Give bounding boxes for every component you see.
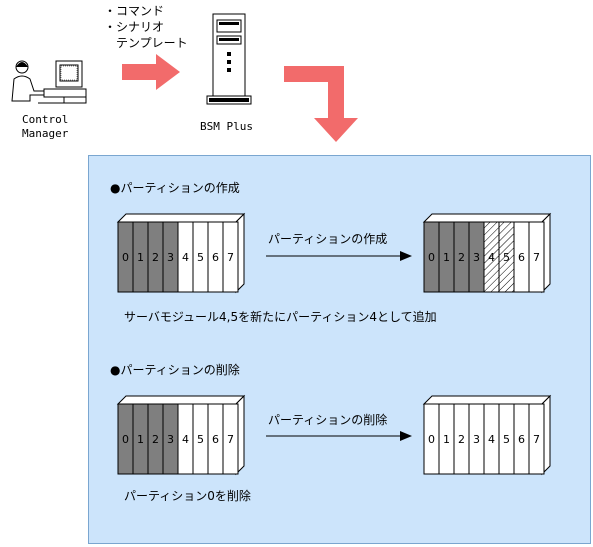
arrow-label-delete: パーティションの削除 [268, 413, 388, 427]
server-module-label: 2 [458, 251, 465, 264]
server-module-label: 6 [212, 251, 219, 264]
server-module-label: 0 [122, 251, 129, 264]
server-module-label: 5 [197, 251, 204, 264]
server-module-label: 3 [473, 251, 480, 264]
server-module-slot [528, 221, 545, 293]
caption-delete: パーティション0を削除 [124, 489, 251, 503]
arrow-delete-icon [266, 431, 412, 441]
server-module-label: 5 [503, 251, 510, 264]
server-module-label: 7 [227, 251, 234, 264]
section-title-delete: ●パーティションの削除 [110, 363, 240, 377]
server-module-label: 4 [488, 251, 495, 264]
bullet-scenario: ・シナリオ [104, 20, 165, 34]
server-icon [206, 13, 252, 105]
server-module-label: 4 [182, 251, 189, 264]
server-module-label: 7 [533, 433, 540, 446]
caption-create: サーバモジュール4,5を新たにパーティション4として追加 [124, 310, 437, 324]
server-module-label: 6 [212, 433, 219, 446]
manager-label-line1: Control [22, 113, 69, 126]
server-module-label: 1 [443, 251, 450, 264]
section-title-create: ●パーティションの作成 [110, 181, 240, 195]
server-module-label: 2 [152, 251, 159, 264]
arrow-right-icon [122, 54, 180, 90]
server-module-label: 0 [122, 433, 129, 446]
server-module-label: 6 [518, 251, 525, 264]
server-module-label: 4 [488, 433, 495, 446]
server-module-label: 2 [458, 433, 465, 446]
bullet-command: ・コマンド [104, 4, 165, 18]
server-module-label: 1 [137, 433, 144, 446]
server-module-label: 0 [428, 251, 435, 264]
arrow-label-create: パーティションの作成 [268, 232, 388, 246]
server-module-label: 5 [197, 433, 204, 446]
server-module-slot [222, 403, 239, 475]
server-module-label: 6 [518, 433, 525, 446]
server-module-label: 2 [152, 433, 159, 446]
server-module-label: 7 [533, 251, 540, 264]
manager-label-line2: Manager [22, 127, 69, 140]
server-module-label: 1 [137, 251, 144, 264]
server-module-slot [222, 221, 239, 293]
bullet-template: テンプレート [104, 36, 188, 50]
server-module-label: 1 [443, 433, 450, 446]
server-module-label: 3 [473, 433, 480, 446]
server-module-label: 5 [503, 433, 510, 446]
server-module-label: 3 [167, 251, 174, 264]
server-module-label: 4 [182, 433, 189, 446]
server-module-label: 0 [428, 433, 435, 446]
computer-user-icon [11, 60, 87, 104]
server-module-label: 3 [167, 433, 174, 446]
arrow-bent-down-icon [284, 66, 358, 142]
server-label: BSM Plus [200, 120, 253, 133]
server-module-label: 7 [227, 433, 234, 446]
server-module-slot [528, 403, 545, 475]
arrow-create-icon [266, 251, 412, 261]
